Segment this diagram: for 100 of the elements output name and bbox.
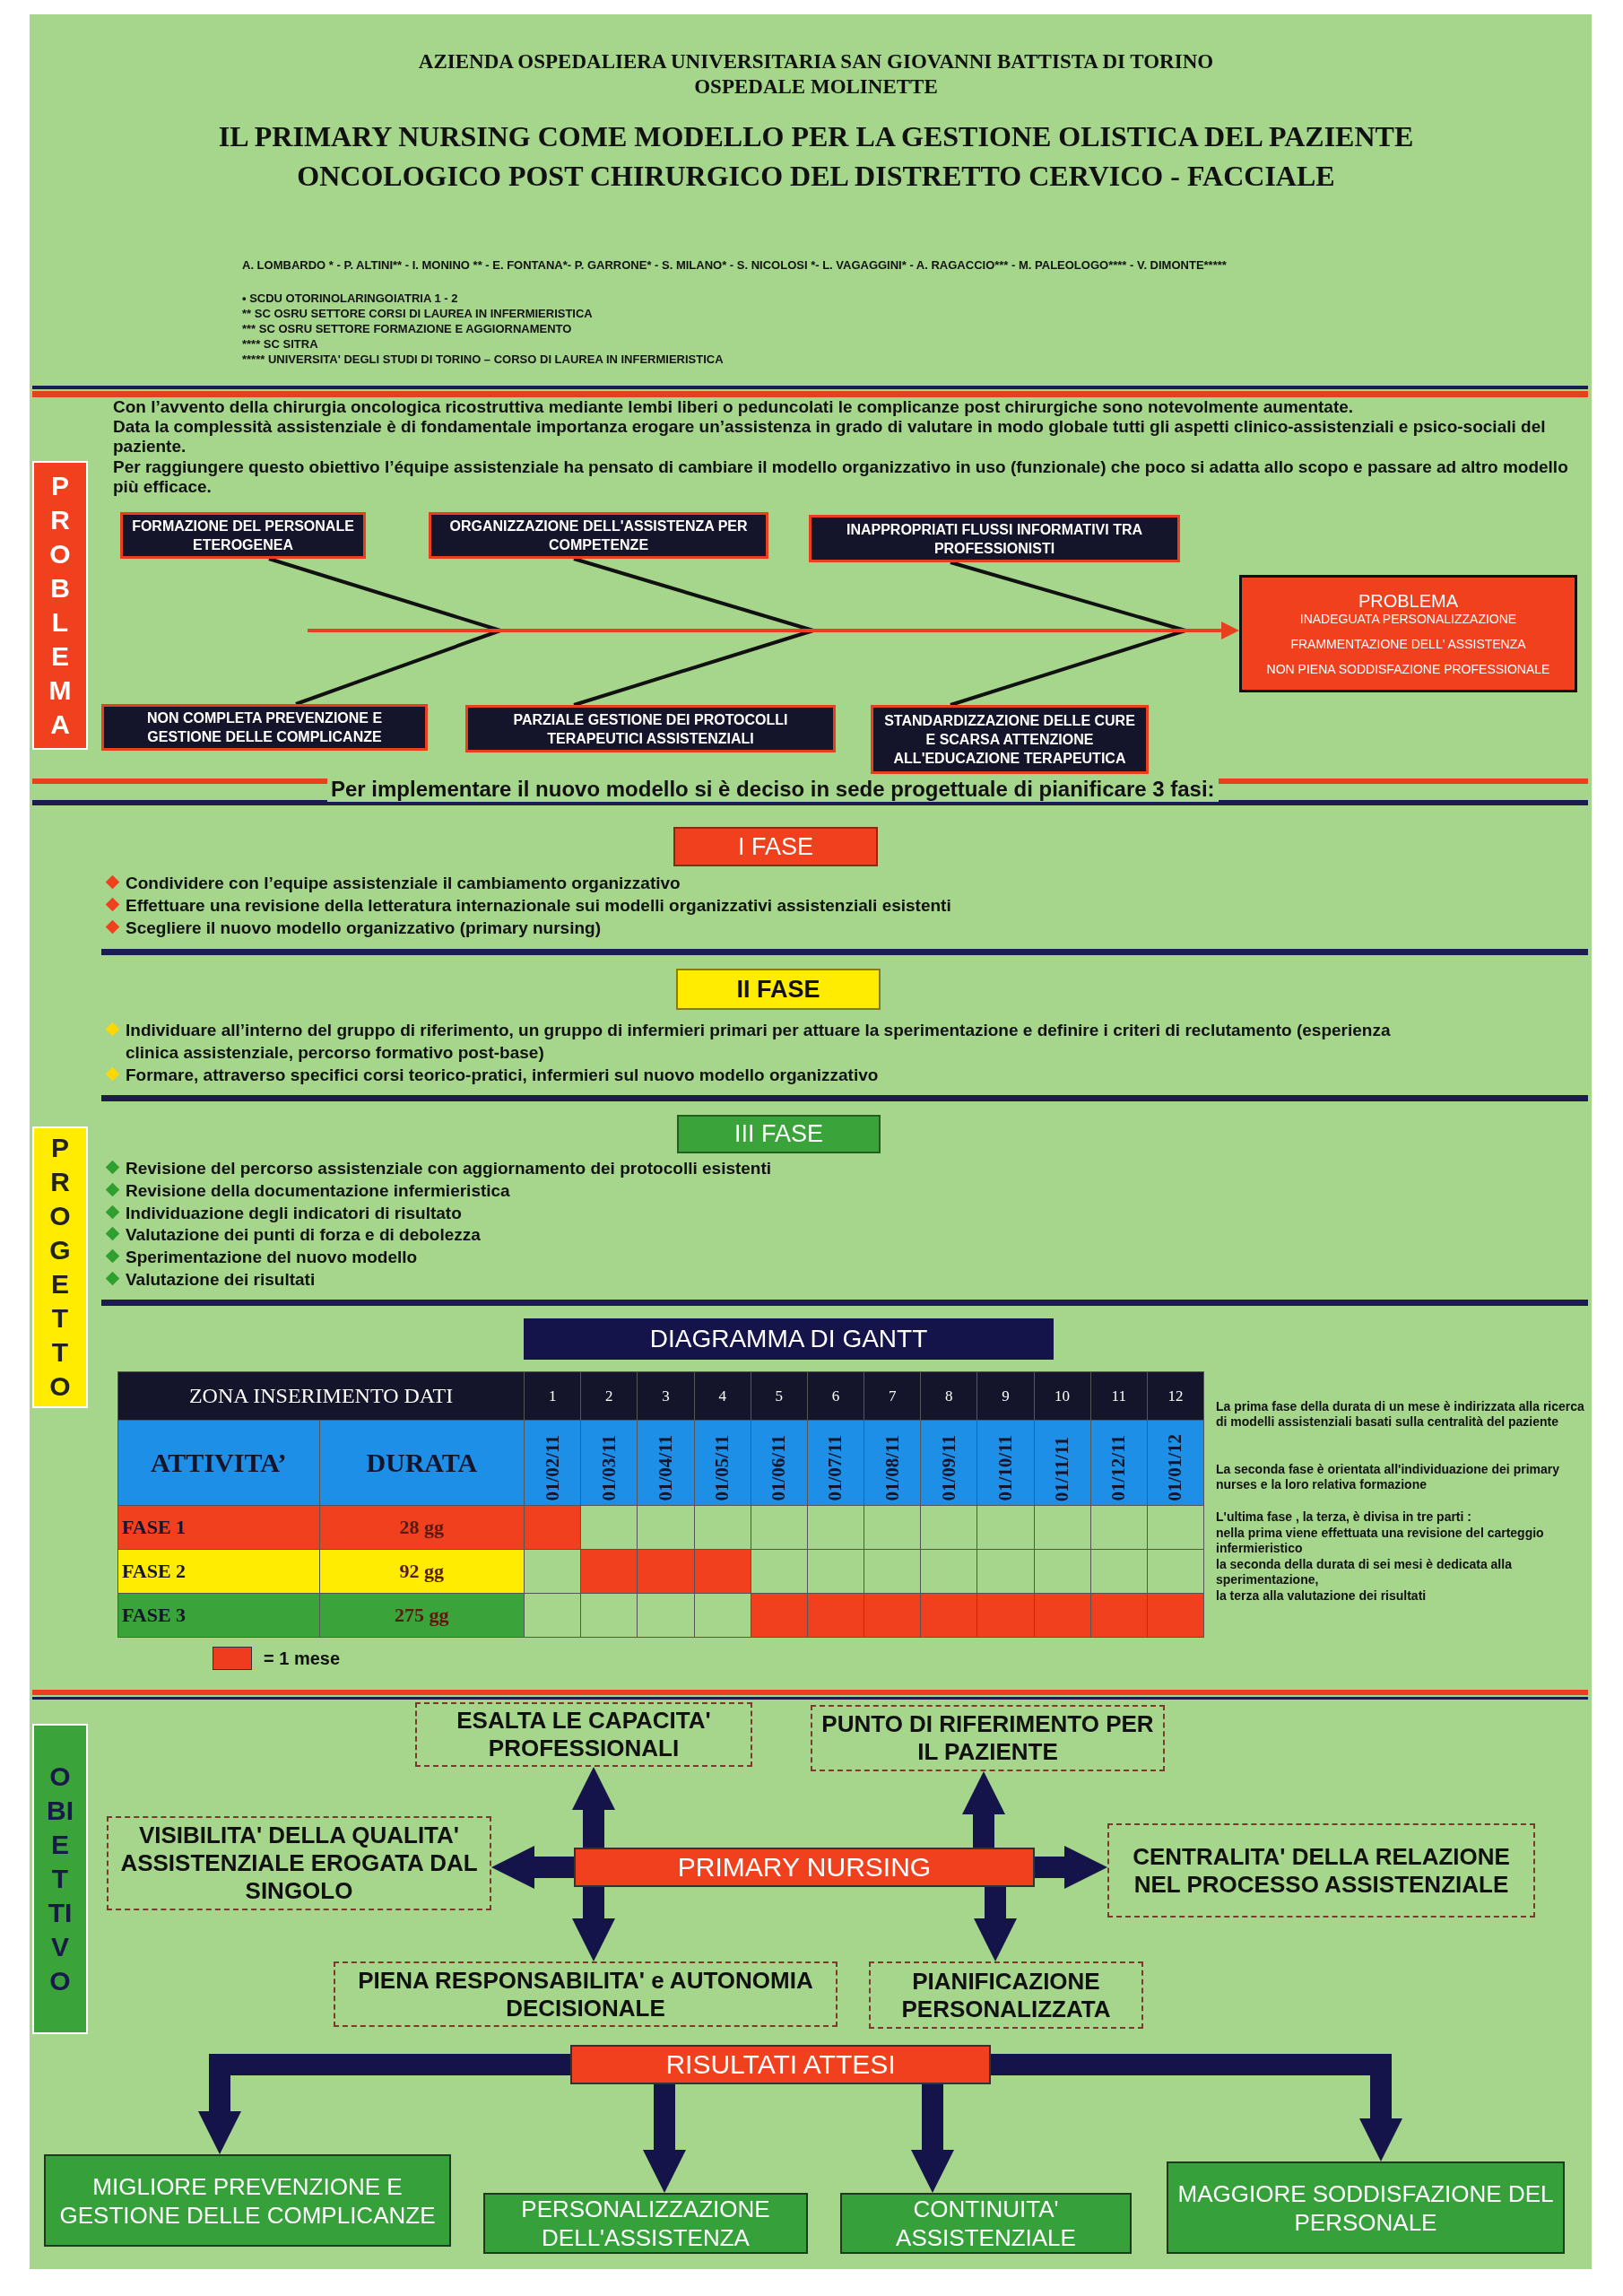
bullet-item: Revisione della documentazione infermieristica	[126, 1180, 511, 1202]
table-header-cell: 01/09/11	[937, 1435, 960, 1501]
table-header-cell: 3	[637, 1371, 695, 1421]
box-label: ESALTA LE CAPACITA' PROFESSIONALI	[456, 1707, 712, 1762]
box-label: FRAMMENTAZIONE DELL' ASSISTENZA	[1290, 637, 1526, 651]
table-header-cell: 01/10/11	[994, 1435, 1017, 1501]
table-header-cell: 01/05/11	[711, 1435, 734, 1501]
paragraph: Per raggiungere questo obiettivo l’équipe assistenziale ha pensato di cambiare il modello organizzativo in uso (funzionale) che poco si adatta allo scopo e passare ad altro modello più efficace.	[113, 457, 1569, 497]
box-label: STANDARDIZZAZIONE DELLE CURE E SCARSA ATTENZIONE ALL'EDUCAZIONE TERAPEUTICA	[883, 712, 1136, 768]
objective-box	[869, 1961, 1143, 2029]
table-cell: FASE 2	[117, 1549, 320, 1594]
cause-box	[429, 512, 768, 559]
box-label: RISULTATI ATTESI	[665, 2049, 896, 2080]
box-label: PROBLEMA	[48, 470, 73, 741]
table-header-cell: 4	[694, 1371, 751, 1421]
table-cell: FASE 1	[117, 1505, 320, 1550]
box-label: PIANIFICAZIONE PERSONALIZZATA	[900, 1967, 1112, 2023]
poster-title: IL PRIMARY NURSING COME MODELLO PER LA GESTIONE OLISTICA DEL PAZIENTE ONCOLOGICO POST CHIRURGICO DEL DISTRETTO CERVICO - FACCIALE	[217, 119, 1415, 194]
result-box	[1167, 2161, 1565, 2254]
arrow	[643, 2084, 686, 2193]
bullet-item: Condividere con l’equipe assistenziale il cambiamento organizzativo	[126, 873, 681, 894]
objective-box	[415, 1702, 752, 1767]
box-label: INADEGUATA PERSONALIZZAZIONE	[1299, 612, 1517, 626]
section-band	[32, 461, 88, 750]
table-header-cell: 8	[920, 1371, 977, 1421]
table-header-cell: 6	[807, 1371, 864, 1421]
paragraph: Data la complessità assistenziale è di fondamentale importanza erogare un’assistenza in grado di valutare in modo globale tutti gli aspetti clinico-assistenziali e psico-sociali del paziente.	[113, 417, 1547, 457]
table-header-cell: DURATA	[319, 1420, 525, 1506]
arrow	[1035, 1846, 1107, 1889]
table-header-cell: 01/03/11	[597, 1435, 621, 1501]
paragraph: Per implementare il nuovo modello si è deciso in sede progettuale di pianificare 3 fasi:	[327, 777, 1219, 802]
affiliation-note: *** SC OSRU SETTORE FORMAZIONE E AGGIORNAMENTO	[242, 322, 573, 335]
table-header-cell: 1	[524, 1371, 581, 1421]
table-cell: FASE 3	[117, 1593, 320, 1638]
box-label: PRIMARY NURSING	[677, 1852, 932, 1883]
arrow	[911, 2084, 954, 2193]
box-label: PERSONALIZZAZIONE DELL'ASSISTENZA	[520, 2195, 771, 2252]
phase-header	[673, 827, 878, 866]
box-label: CONTINUITA' ASSISTENZIALE	[895, 2195, 1077, 2252]
table-header-cell: 11	[1090, 1371, 1148, 1421]
box-label: PROGETTO	[48, 1132, 72, 1403]
affiliation-note: ***** UNIVERSITA' DEGLI STUDI DI TORINO – CORSO DI LAUREA IN INFERMIERISTICA	[242, 352, 725, 366]
paragraph: Con l’avvento della chirurgia oncologica ricostruttiva mediante lembi liberi o peduncolati le complicanze post chirurgiche sono notevolmente aumentate.	[113, 397, 1355, 417]
table-header-cell: 01/02/11	[541, 1435, 564, 1501]
table-header-cell: 01/06/11	[768, 1435, 791, 1501]
bullet-item: Effettuare una revisione della letteratura internazionale sui modelli organizzativi assistenziali esistenti	[126, 895, 952, 917]
cause-box	[809, 515, 1180, 562]
table-cell: 92 gg	[319, 1549, 525, 1594]
table-header-cell: 9	[976, 1371, 1034, 1421]
cause-box	[871, 705, 1149, 774]
box-label: CENTRALITA' DELLA RELAZIONE NEL PROCESSO ASSISTENZIALE	[1132, 1842, 1511, 1899]
bullet-item: Formare, attraverso specifici corsi teorico-pratici, infermieri sul nuovo modello organizzativo	[126, 1065, 880, 1086]
box-label: ORGANIZZAZIONE DELL'ASSISTENZA PER COMPETENZE	[448, 517, 749, 554]
note-text: La prima fase della durata di un mese è indirizzata alla ricerca di modelli assistenziali basati sulla centralità del paziente	[1216, 1399, 1585, 1430]
box-label: OBIETTIVO	[47, 1761, 74, 1997]
table-header-cell: ZONA INSERIMENTO DATI	[117, 1371, 525, 1421]
result-box	[840, 2193, 1132, 2254]
table-header-cell: 01/04/11	[655, 1435, 677, 1501]
bullet-item: Revisione del percorso assistenziale con aggiornamento dei protocolli esistenti	[126, 1158, 773, 1179]
arrow	[198, 2054, 570, 2154]
affiliation-note: **** SC SITRA	[242, 337, 319, 351]
section-band	[32, 1126, 88, 1408]
box-label: I FASE	[737, 832, 813, 861]
bullet-item: Sperimentazione del nuovo modello	[126, 1247, 419, 1268]
result-box	[44, 2154, 451, 2247]
box-label: NON PIENA SODDISFAZIONE PROFESSIONALE	[1266, 662, 1550, 676]
objective-box	[334, 1961, 838, 2027]
result-box	[483, 2193, 808, 2254]
table-header-cell: 01/08/11	[881, 1435, 904, 1501]
objective-box	[1107, 1823, 1535, 1918]
box-label: PUNTO DI RIFERIMENTO PER IL PAZIENTE	[821, 1710, 1154, 1766]
objective-box	[107, 1816, 491, 1910]
box-label: VISIBILITA' DELLA QUALITA' ASSISTENZIALE EROGATA DAL SINGOLO	[119, 1822, 479, 1905]
arrow	[308, 622, 1239, 639]
central-box	[570, 2045, 991, 2084]
affiliation-note: ** SC OSRU SETTORE CORSI DI LAUREA IN INFERMIERISTICA	[242, 307, 594, 320]
table-header-cell: 5	[751, 1371, 808, 1421]
central-box	[574, 1848, 1035, 1887]
cause-box	[120, 512, 366, 559]
bullet-item: Valutazione dei punti di forza e di debolezza	[126, 1224, 482, 1246]
problem-box	[1239, 575, 1577, 692]
table-header-cell: 10	[1034, 1371, 1091, 1421]
arrow	[572, 1767, 615, 1848]
box-label: INAPPROPRIATI FLUSSI INFORMATIVI TRA PROFESSIONISTI	[845, 520, 1144, 558]
table-header-cell: 01/11/11	[1051, 1436, 1074, 1501]
table-cell: 275 gg	[319, 1593, 525, 1638]
arrow	[572, 1887, 615, 1961]
author-list: A. LOMBARDO * - P. ALTINI** - I. MONINO ** - E. FONTANA*- P. GARRONE* - S. MILANO* - S. NICOLOSI *- L. VAGAGGINI* - A. RAGACCIO*** - M. PALEOLOGO**** - V. DIMONTE*****	[242, 258, 1587, 272]
box-label: MIGLIORE PREVENZIONE E GESTIONE DELLE COMPLICANZE	[58, 2171, 437, 2230]
phase-header	[676, 969, 881, 1010]
cause-box	[465, 705, 836, 752]
table-header-cell: ATTIVITA’	[117, 1420, 320, 1506]
table-header-cell: 01/01/12	[1164, 1434, 1187, 1501]
objective-box	[811, 1705, 1165, 1771]
box-label: FORMAZIONE DEL PERSONALE ETEROGENEA	[131, 517, 355, 554]
table-header-cell: 01/12/11	[1107, 1435, 1131, 1501]
table-header-cell: 2	[580, 1371, 638, 1421]
bullet-item: Individuare all’interno del gruppo di riferimento, un gruppo di infermieri primari per attuare la sperimentazione e definire i criteri di reclutamento (esperienza clinica assistenziale, percorso formativo post-base)	[126, 1020, 1392, 1064]
section-band	[32, 1724, 88, 2034]
affiliation-note: • SCDU OTORINOLARINGOIATRIA 1 - 2	[242, 291, 459, 305]
